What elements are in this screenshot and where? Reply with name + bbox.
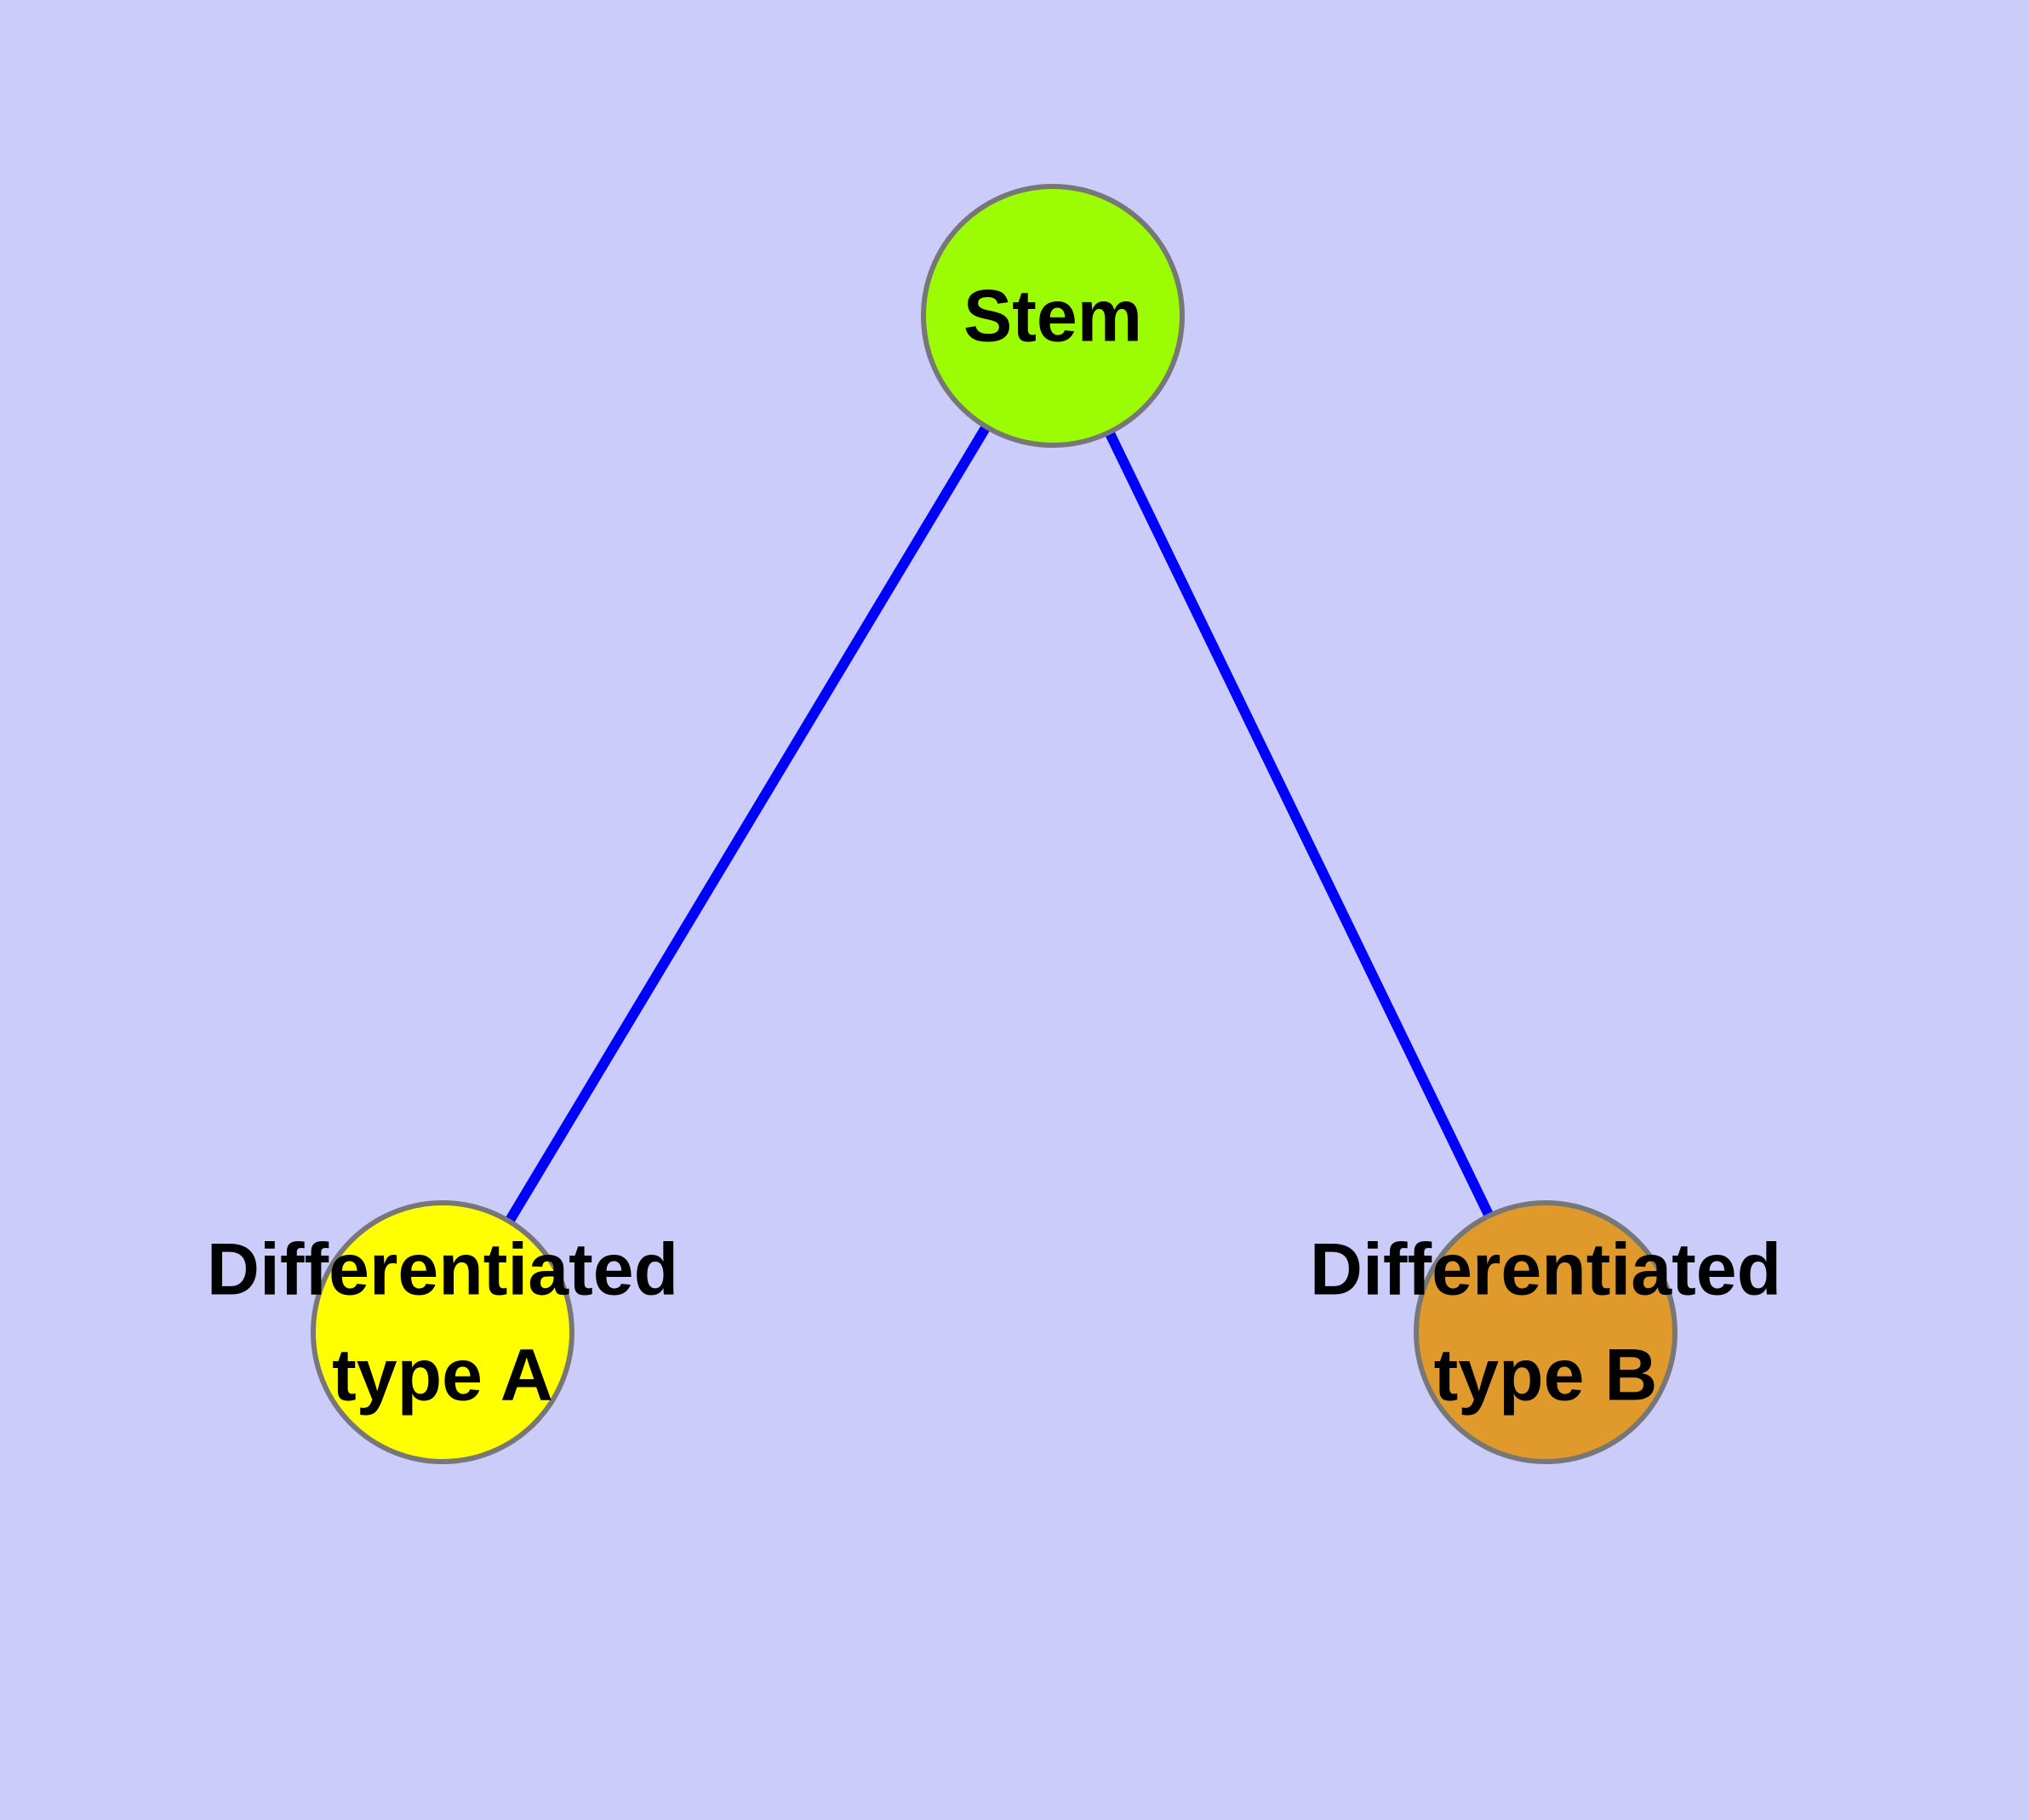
node-label-differentiated-type-b-line2: type B xyxy=(1434,1335,1658,1417)
node-differentiated-type-b[interactable] xyxy=(1414,1200,1677,1464)
node-labels-group: Stem Differentiated type A Differentiate… xyxy=(207,276,1781,1417)
edge-stem-to-differentiated-type-a[interactable] xyxy=(437,312,1058,1336)
nodes-group xyxy=(311,184,1677,1464)
edges-group xyxy=(437,312,1551,1336)
node-differentiated-type-a[interactable] xyxy=(311,1200,574,1464)
edge-stem-to-differentiated-type-b[interactable] xyxy=(1048,313,1551,1335)
node-label-differentiated-type-a-line1: Differentiated xyxy=(207,1229,678,1311)
node-label-differentiated-type-b-line1: Differentiated xyxy=(1310,1229,1781,1311)
node-stem[interactable] xyxy=(921,184,1185,448)
node-label-differentiated-type-a-line2: type A xyxy=(332,1335,553,1417)
node-label-stem: Stem xyxy=(963,276,1142,358)
